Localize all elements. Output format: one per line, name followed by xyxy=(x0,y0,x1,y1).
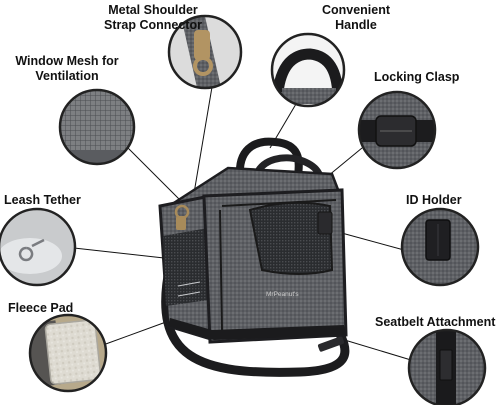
label-locking-clasp: Locking Clasp xyxy=(374,70,459,85)
zoom-fleece-pad xyxy=(28,313,108,393)
label-handle-line2: Handle xyxy=(335,18,377,32)
zoom-id-holder xyxy=(400,207,480,287)
label-fleece-pad-line1: Fleece Pad xyxy=(8,301,74,315)
label-id-holder-line1: ID Holder xyxy=(406,193,462,207)
label-window-mesh: Window Mesh for Ventilation xyxy=(12,54,122,84)
label-fleece-pad: Fleece Pad xyxy=(8,301,73,316)
label-leash-tether-line1: Leash Tether xyxy=(4,193,81,207)
label-seatbelt-attachment: Seatbelt Attachment xyxy=(375,315,495,330)
callout-lines xyxy=(73,86,412,361)
label-handle: Convenient Handle xyxy=(316,3,396,33)
zoom-locking-clasp xyxy=(357,90,437,170)
label-seatbelt-attachment-line1: Seatbelt Attachment xyxy=(375,315,496,329)
label-strap-connector: Metal Shoulder Strap Connector xyxy=(93,3,213,33)
brand-label: MrPeanut's xyxy=(266,291,299,298)
zoom-window-mesh xyxy=(58,88,136,166)
label-window-mesh-line2: Ventilation xyxy=(35,69,99,83)
label-strap-connector-line1: Metal Shoulder xyxy=(108,3,198,17)
zoom-strap-connector xyxy=(167,14,243,90)
label-locking-clasp-line1: Locking Clasp xyxy=(374,70,460,84)
label-leash-tether: Leash Tether xyxy=(4,193,81,208)
zoom-seatbelt-attachment xyxy=(407,328,487,405)
label-id-holder: ID Holder xyxy=(406,193,462,208)
label-window-mesh-line1: Window Mesh for xyxy=(15,54,119,68)
label-strap-connector-line2: Strap Connector xyxy=(104,18,202,32)
label-handle-line1: Convenient xyxy=(321,3,391,17)
zoom-leash-tether xyxy=(0,207,77,287)
zoom-handle xyxy=(270,32,346,108)
carrier-bag xyxy=(158,137,348,344)
